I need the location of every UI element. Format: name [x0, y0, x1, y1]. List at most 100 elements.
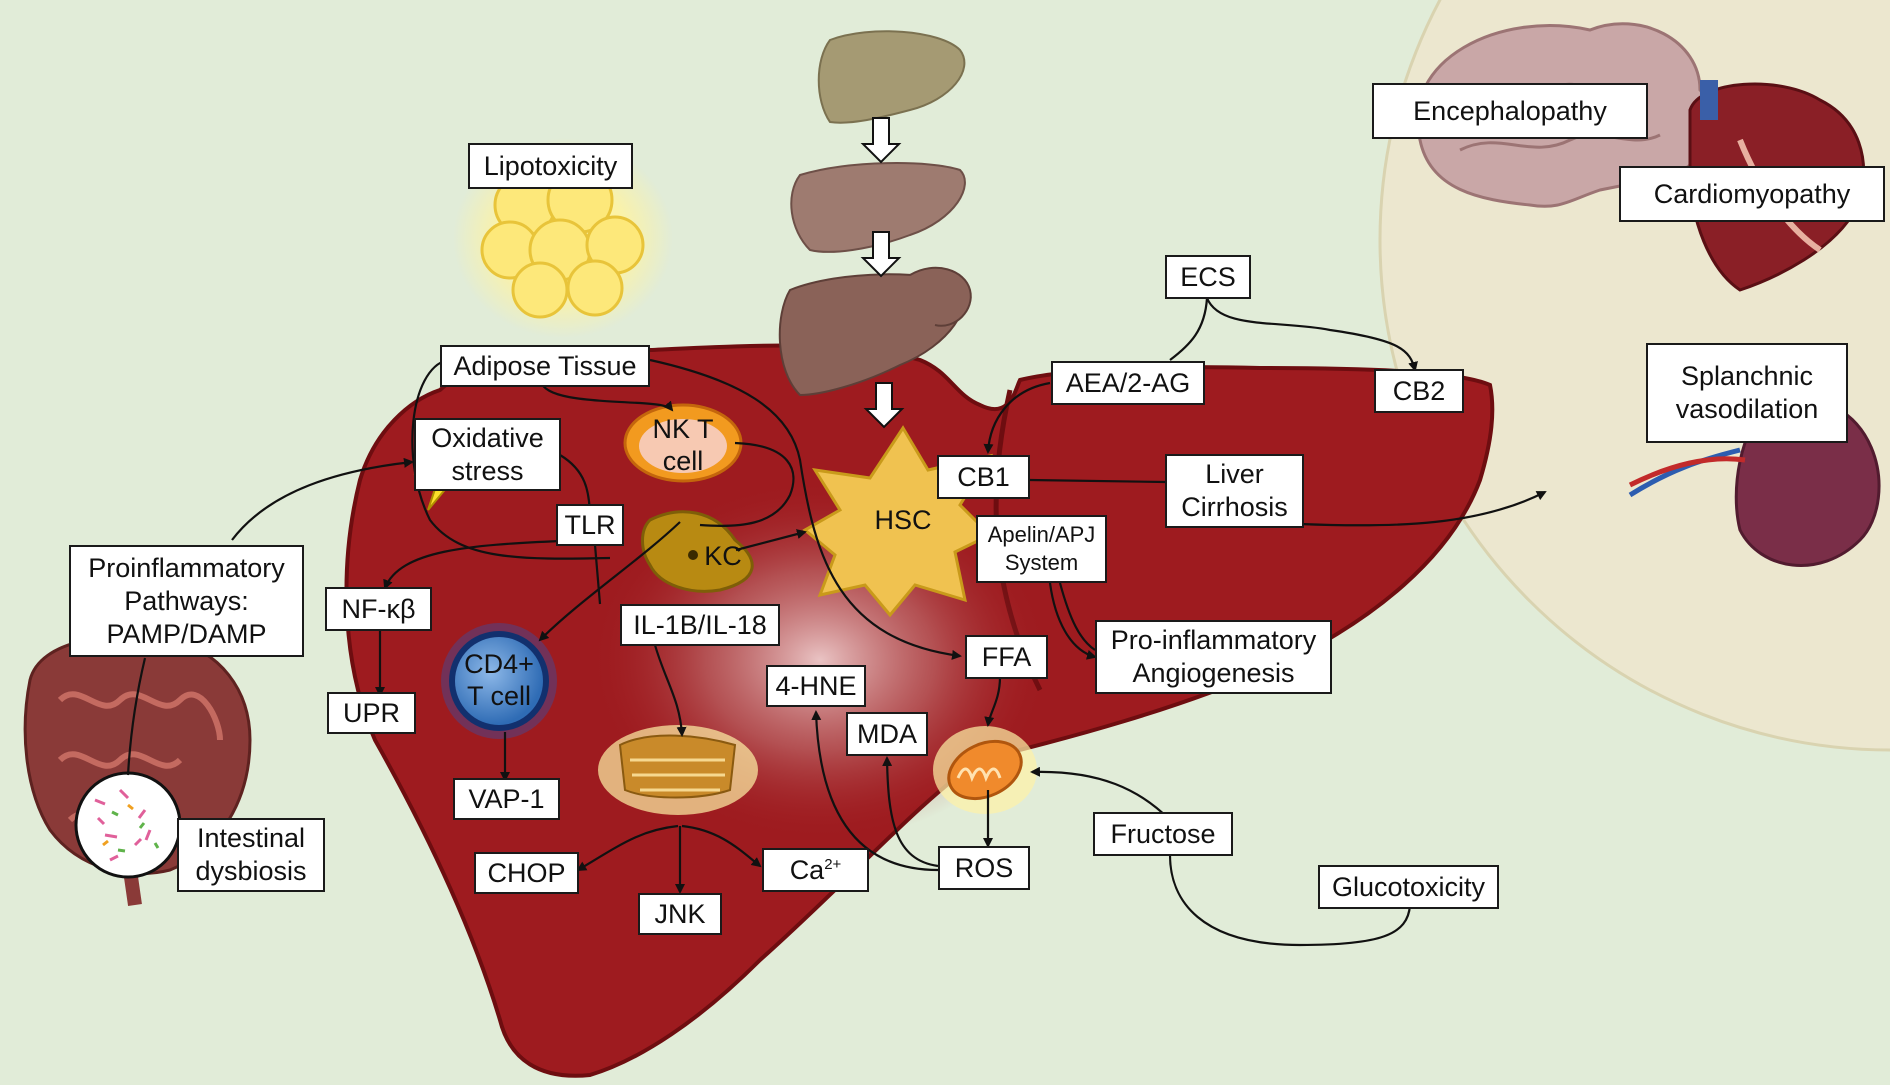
label-cardiomyopathy: Cardiomyopathy	[1619, 166, 1885, 222]
label-hsc: HSC	[860, 502, 946, 538]
label-oxidative-stress-line2: stress	[451, 455, 524, 486]
arrow-nkt-to-hsc	[699, 441, 795, 528]
arrow-kc-to-cd4	[538, 521, 681, 642]
label-4hne: 4-HNE	[766, 665, 866, 707]
label-nfkb: NF-κβ	[325, 587, 432, 631]
label-ffa: FFA	[965, 635, 1048, 679]
label-cb2-text: CB2	[1392, 375, 1446, 406]
arrow-kc-to-hsc	[735, 529, 807, 552]
label-tlr-text: TLR	[564, 509, 616, 540]
cirrhotic-liver-icon	[778, 266, 972, 397]
label-proinflammatory-line1: Proinflammatory	[88, 552, 285, 583]
label-upr: UPR	[327, 692, 416, 734]
arrow-er-to-chop	[576, 824, 679, 872]
label-encephalopathy: Encephalopathy	[1372, 83, 1648, 139]
line-apelin-to-proangio-2	[1058, 582, 1096, 651]
label-cb2: CB2	[1374, 369, 1464, 413]
line-cb1-to-cirrhosis	[1029, 478, 1166, 484]
label-oxidative-stress: Oxidative stress	[414, 418, 561, 491]
line-ecs-branches	[1169, 297, 1209, 361]
label-mda: MDA	[846, 712, 928, 756]
progression-arrow-3	[863, 382, 905, 429]
arrow-il1b-to-er	[653, 644, 687, 737]
label-nfkb-text: NF-κβ	[341, 593, 416, 624]
label-proinflammatory-line2: Pathways:	[124, 585, 249, 616]
label-aea-2ag: AEA/2-AG	[1051, 361, 1205, 405]
label-tlr: TLR	[556, 504, 624, 546]
label-aea-text: AEA/2-AG	[1065, 367, 1191, 398]
label-ros: ROS	[938, 846, 1030, 890]
steatotic-liver-icon	[790, 162, 966, 253]
arrow-adipose-to-nkt	[538, 379, 674, 412]
er-icon	[598, 725, 758, 815]
label-adipose-tissue: Adipose Tissue	[440, 345, 650, 387]
label-calcium-text: Ca2+	[790, 854, 842, 887]
arrow-aea-to-cb1	[983, 381, 1051, 454]
nkt-cell-shape	[623, 403, 743, 483]
label-calcium: Ca2+	[762, 848, 869, 892]
label-cb1: CB1	[937, 455, 1030, 499]
arrow-ffa-to-mito	[984, 676, 1002, 727]
label-fructose: Fructose	[1093, 812, 1233, 856]
label-nkt-cell: NK T cell	[640, 412, 726, 478]
label-lipotoxicity-text: Lipotoxicity	[483, 150, 618, 181]
label-cd4-t-cell: CD4+ T cell	[449, 647, 549, 713]
label-kc-text: KC	[704, 541, 742, 571]
cd4-cell-shape	[441, 623, 557, 739]
label-liver-cirrhosis-line1: Liver	[1205, 459, 1264, 489]
label-proangio-line2: Angiogenesis	[1132, 658, 1295, 688]
label-glucotoxicity: Glucotoxicity	[1318, 865, 1499, 909]
label-cd4-line2: T cell	[466, 681, 532, 711]
label-mda-text: MDA	[857, 718, 917, 749]
label-chop-text: CHOP	[487, 857, 566, 888]
arrow-tlr-to-nfkb	[383, 539, 561, 590]
arrow-ecs-to-cb2	[1205, 297, 1418, 372]
label-proinflammatory-angiogenesis: Pro-inflammatory Angiogenesis	[1095, 620, 1332, 694]
label-fructose-text: Fructose	[1110, 818, 1216, 849]
label-ffa-text: FFA	[981, 641, 1032, 672]
label-glucotoxicity-text: Glucotoxicity	[1331, 871, 1486, 902]
label-calcium-base: Ca	[789, 854, 825, 885]
label-proinflammatory-line3: PAMP/DAMP	[106, 618, 267, 649]
label-calcium-sup: 2+	[824, 855, 842, 873]
healthy-liver-icon	[817, 30, 966, 124]
arrow-adipose-to-ffa	[649, 358, 962, 660]
label-oxidative-stress-line1: Oxidative	[431, 422, 544, 453]
label-cardiomyopathy-text: Cardiomyopathy	[1653, 178, 1851, 209]
label-liver-cirrhosis-line2: Cirrhosis	[1181, 492, 1288, 522]
label-lipotoxicity: Lipotoxicity	[468, 143, 633, 189]
label-ecs-text: ECS	[1180, 261, 1236, 292]
label-il1b-il18: IL-1B/IL-18	[620, 604, 780, 646]
label-proangio-line1: Pro-inflammatory	[1110, 625, 1317, 655]
label-4hne-text: 4-HNE	[775, 670, 857, 701]
label-splanchnic-vasodilation: Splanchnic vasodilation	[1646, 343, 1848, 443]
magnifier-icon	[74, 771, 182, 879]
label-ros-text: ROS	[954, 852, 1014, 883]
arrow-cirrhosis-to-spleen	[1299, 491, 1547, 527]
label-chop: CHOP	[474, 852, 579, 894]
label-splanchnic-line2: vasodilation	[1675, 394, 1819, 424]
line-fructose-to-glucotoxicity	[1168, 854, 1412, 947]
label-hsc-text: HSC	[874, 505, 932, 535]
arrow-apelin-to-proangio	[1048, 582, 1097, 660]
label-vap1-text: VAP-1	[468, 783, 545, 814]
label-splanchnic-line1: Splanchnic	[1680, 361, 1814, 391]
label-apelin-line1: Apelin/APJ	[987, 522, 1096, 547]
progression-arrow-1	[860, 117, 902, 164]
label-vap1: VAP-1	[453, 778, 560, 820]
label-jnk-text: JNK	[654, 898, 706, 929]
arrow-ros-to-4hne	[811, 710, 939, 872]
label-proinflammatory-pathways: Proinflammatory Pathways: PAMP/DAMP	[69, 545, 304, 657]
arrow-fructose-to-mito	[1030, 766, 1171, 821]
arrow-er-to-ca	[681, 824, 762, 868]
arrow-ros-to-mda	[882, 756, 939, 868]
label-apelin-line2: System	[1004, 550, 1079, 575]
label-upr-text: UPR	[342, 697, 400, 728]
label-intestinal-line2: dysbiosis	[195, 856, 307, 886]
line-adipose-loop	[411, 358, 611, 560]
arrow-pamp-to-oxidative	[231, 457, 414, 541]
label-ecs: ECS	[1165, 255, 1251, 299]
label-apelin-apj: Apelin/APJ System	[976, 515, 1107, 583]
label-intestinal-line1: Intestinal	[196, 823, 306, 853]
